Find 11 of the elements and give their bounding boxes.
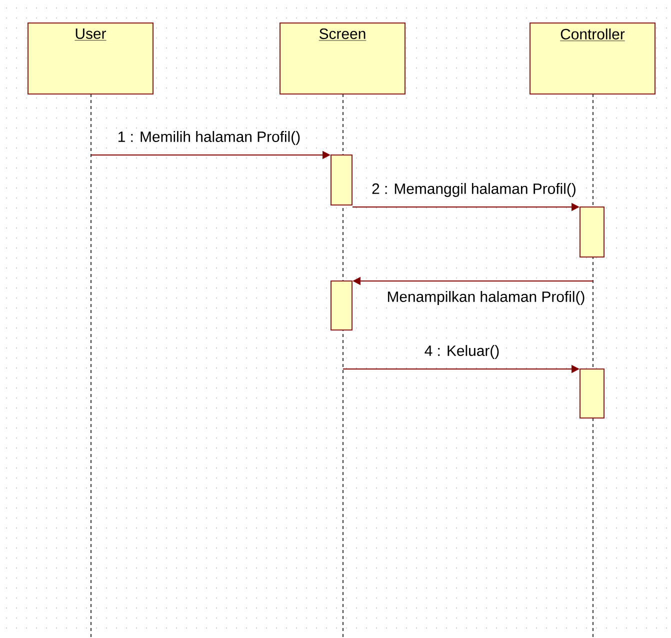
activation-bar <box>580 368 604 418</box>
lifeline-head: Controller <box>530 22 656 94</box>
message-label: 2 : Memanggil halaman Profil() <box>370 182 578 198</box>
activation-bar <box>330 280 352 330</box>
activation-bar <box>580 206 604 258</box>
activation-bar <box>330 154 352 206</box>
message-label: 4 : Keluar() <box>423 344 501 360</box>
lifeline-head: User <box>28 22 154 94</box>
message-label: 1 : Memilih halaman Profil() <box>116 130 302 146</box>
message-label: Menampilkan halaman Profil() <box>386 290 586 306</box>
lifeline-head: Screen <box>280 22 406 94</box>
